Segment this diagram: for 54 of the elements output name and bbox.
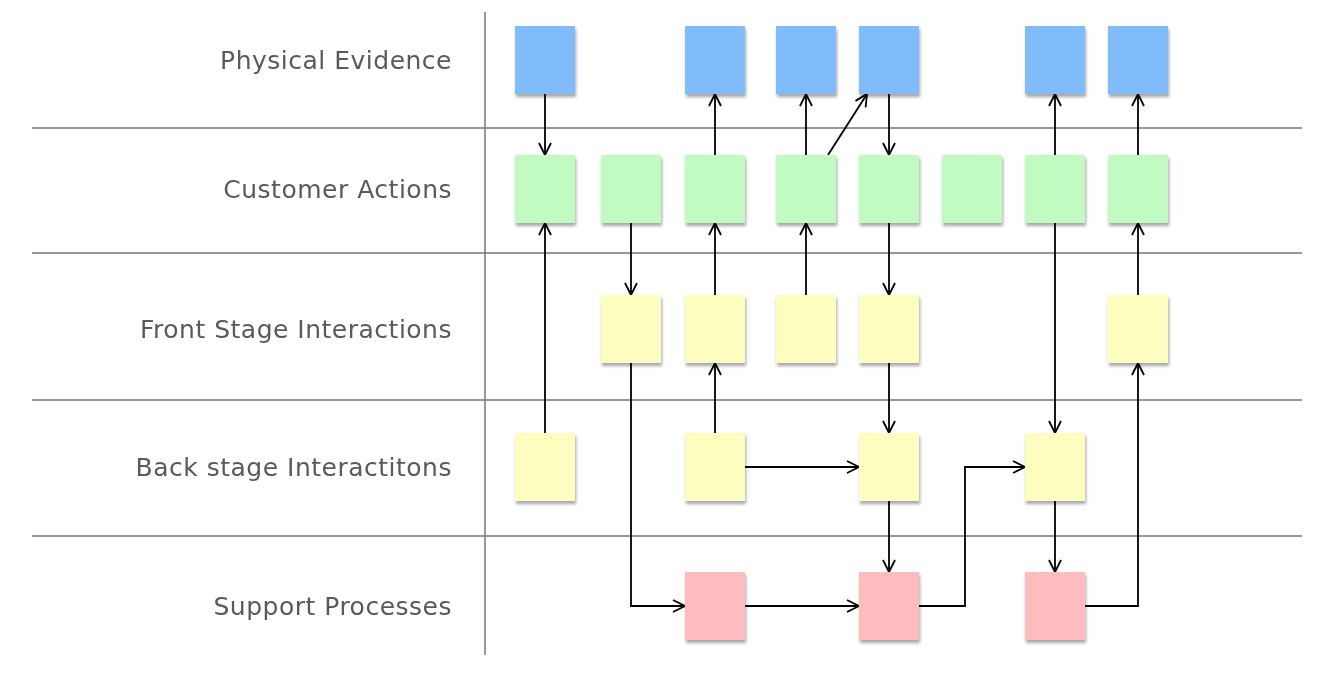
sticky-note (859, 572, 919, 640)
arrow (882, 93, 896, 156)
sticky-note (515, 155, 575, 223)
sticky-note (859, 433, 919, 501)
arrow (630, 362, 686, 613)
arrow (882, 500, 896, 573)
arrow (538, 222, 552, 434)
arrow (1131, 222, 1145, 296)
arrow (827, 93, 868, 156)
sticky-note (859, 155, 919, 223)
lane-label: Front Stage Interactions (139, 314, 452, 344)
lane-label: Customer Actions (223, 174, 452, 204)
arrow (1048, 222, 1062, 434)
sticky-note (859, 26, 919, 94)
sticky-note (1108, 26, 1168, 94)
arrow (882, 362, 896, 434)
arrow (799, 222, 813, 296)
arrow (882, 222, 896, 296)
arrow (538, 93, 552, 156)
sticky-note (942, 155, 1002, 223)
sticky-note (1108, 155, 1168, 223)
arrow (799, 93, 813, 156)
sticky-note (685, 295, 745, 363)
sticky-note (1108, 295, 1168, 363)
arrow (708, 93, 722, 156)
sticky-note (1025, 26, 1085, 94)
arrow (744, 460, 860, 474)
arrow (1084, 362, 1145, 607)
arrow (708, 362, 722, 434)
arrow (918, 460, 1026, 607)
arrow (1048, 500, 1062, 573)
arrow (1048, 93, 1062, 156)
lane-label: Physical Evidence (220, 45, 452, 75)
arrow (624, 222, 638, 296)
sticky-note (685, 26, 745, 94)
sticky-note (1025, 155, 1085, 223)
sticky-note (685, 155, 745, 223)
sticky-note (776, 295, 836, 363)
lane-label: Support Processes (213, 591, 452, 621)
sticky-note (515, 433, 575, 501)
sticky-note (776, 155, 836, 223)
sticky-note (1025, 433, 1085, 501)
sticky-note (685, 433, 745, 501)
arrow (1131, 93, 1145, 156)
sticky-note (515, 26, 575, 94)
sticky-note (601, 155, 661, 223)
sticky-note (1025, 572, 1085, 640)
sticky-note (859, 295, 919, 363)
sticky-note (776, 26, 836, 94)
lane-label: Back stage Interactitons (135, 452, 452, 482)
arrow (708, 222, 722, 296)
sticky-note (601, 295, 661, 363)
arrow (744, 599, 860, 613)
sticky-note (685, 572, 745, 640)
